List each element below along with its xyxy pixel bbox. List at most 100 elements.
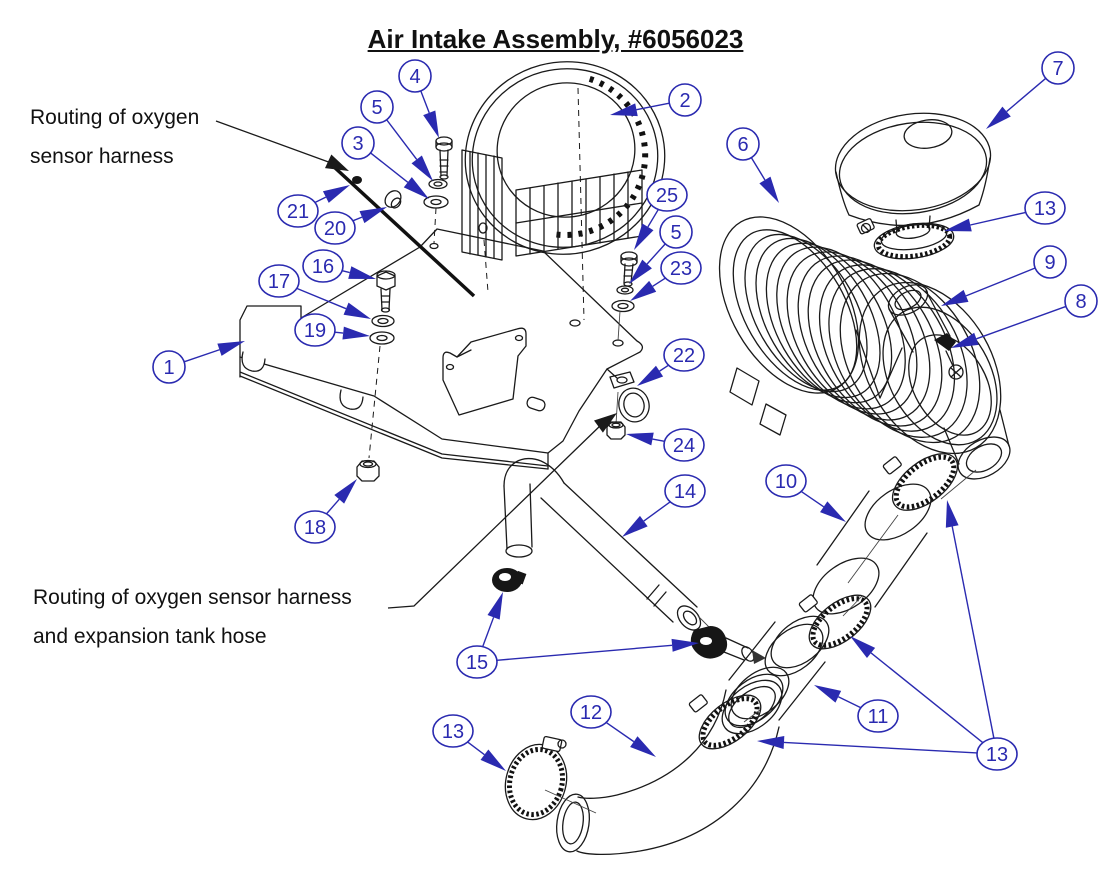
callout-17-number: 17 (268, 271, 290, 293)
callout-5-number: 5 (371, 97, 382, 119)
callout-14-number: 14 (674, 481, 696, 503)
callout-9: 9 (941, 245, 1067, 306)
callout-21: 21 (277, 185, 350, 228)
callout-2-balloon (668, 83, 702, 117)
callout-3-balloon (341, 126, 375, 160)
part-inlet-tube (887, 284, 951, 353)
part-hose-clamp-a (882, 453, 959, 511)
callout-22: 22 (637, 338, 705, 386)
part-hose-clamp-d (504, 735, 597, 821)
callout-18: 18 (294, 479, 357, 544)
callout-22-balloon (663, 338, 705, 372)
callout-1: 1 (152, 341, 245, 384)
callout-4: 4 (398, 59, 439, 138)
callout-10-number: 10 (775, 471, 797, 493)
callout-17: 17 (258, 264, 371, 319)
callout-13: 13 (944, 191, 1066, 232)
callout-13-balloon (1024, 191, 1066, 225)
part-hose-14 (503, 457, 721, 639)
callout-13-number: 13 (1034, 198, 1056, 220)
part-air-filter-housing (718, 216, 1011, 500)
callout-25-number: 25 (656, 185, 678, 207)
callout-19: 19 (294, 313, 370, 347)
callout-16-number: 16 (312, 256, 334, 278)
annotation-routing-top-leader (215, 120, 349, 171)
callout-18-balloon (294, 510, 336, 544)
callout-20: 20 (314, 207, 387, 245)
callout-20-number: 20 (324, 218, 346, 240)
callout-3: 3 (341, 126, 429, 199)
part-wire-clamp-15a (492, 568, 527, 592)
callout-11: 11 (814, 685, 899, 733)
callout-2-number: 2 (679, 90, 690, 112)
callout-8: 8 (951, 284, 1098, 348)
part-mounting-bracket (239, 228, 644, 470)
callout-15-number: 15 (466, 652, 488, 674)
part-hose-clamp-b (798, 594, 872, 650)
callout-5-balloon (360, 90, 394, 124)
callout-16: 16 (302, 249, 376, 283)
callout-22-number: 22 (673, 345, 695, 367)
callout-25: 25 (634, 178, 688, 250)
callout-16-balloon (302, 249, 344, 283)
callout-13-number: 13 (442, 721, 464, 743)
hardware-bolt25-washers-clamp22-nut24 (606, 251, 650, 440)
callout-19-number: 19 (304, 320, 326, 342)
callout-9-balloon (1033, 245, 1067, 279)
callout-5-balloon (659, 215, 693, 249)
callout-13-balloon (976, 737, 1018, 771)
callout-14: 14 (622, 474, 706, 537)
callout-6-number: 6 (737, 134, 748, 156)
callout-20-balloon (314, 211, 356, 245)
callout-13: 13 (432, 714, 506, 771)
callout-19-balloon (294, 313, 336, 347)
callout-10: 10 (765, 464, 846, 522)
callout-2: 2 (610, 83, 702, 117)
callout-21-number: 21 (287, 201, 309, 223)
callout-15: 15 (456, 592, 699, 679)
hardware-bolt4-washers (423, 136, 453, 244)
hardware-bolt16-washers-nut18 (356, 270, 396, 482)
callout-11-number: 11 (868, 706, 889, 728)
callout-12-balloon (570, 695, 612, 729)
callout-4-balloon (398, 59, 432, 93)
callout-17-balloon (258, 264, 300, 298)
callout-7: 7 (986, 51, 1075, 129)
oxygen-sensor-harness (331, 164, 476, 298)
callout-21-balloon (277, 194, 319, 228)
part-hose-clamp-top (856, 218, 955, 260)
callout-7-number: 7 (1052, 58, 1063, 80)
callout-23: 23 (630, 251, 702, 301)
callout-8-number: 8 (1075, 291, 1086, 313)
callout-8-balloon (1064, 284, 1098, 318)
callout-1-balloon (152, 350, 186, 384)
callout-3-number: 3 (352, 133, 363, 155)
part-sensor-fitting (934, 333, 964, 380)
callout-5: 5 (360, 90, 433, 181)
diagram-title: Air Intake Assembly, #6056023 (367, 24, 744, 54)
callout-5-number: 5 (670, 222, 681, 244)
callout-15-balloon (456, 645, 498, 679)
callout-13-balloon (432, 714, 474, 748)
callout-12: 12 (570, 695, 656, 757)
callout-13-number: 13 (986, 744, 1008, 766)
callout-24-number: 24 (673, 435, 695, 457)
callout-24-balloon (663, 428, 705, 462)
part-fitting-15b (690, 626, 766, 664)
callout-5: 5 (629, 215, 693, 284)
callout-18-number: 18 (304, 517, 326, 539)
callout-23-number: 23 (670, 258, 692, 280)
part-tube-10 (812, 483, 932, 615)
callout-6-balloon (726, 127, 760, 161)
callout-6: 6 (726, 127, 779, 203)
annotation-routing-bottom-leader (387, 413, 617, 609)
part-sleeve-11 (724, 615, 830, 727)
callout-25-balloon (646, 178, 688, 212)
callout-12-number: 12 (580, 702, 602, 724)
callout-11-balloon (857, 699, 899, 733)
annotation-routing-bottom: Routing of oxygen sensor harness and exp… (33, 586, 352, 648)
annotation-routing-top: Routing of oxygen sensor harness (30, 106, 200, 168)
